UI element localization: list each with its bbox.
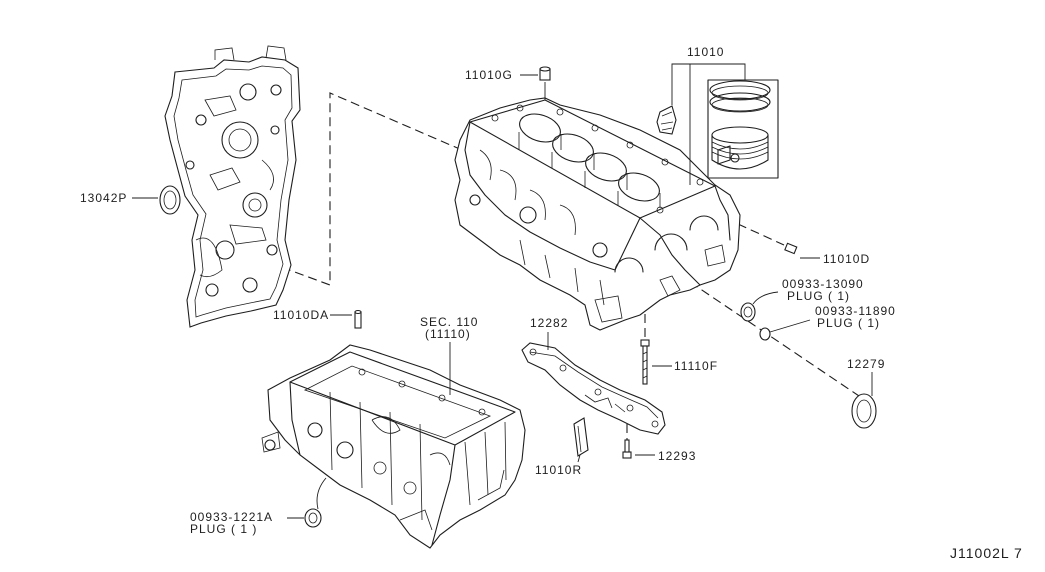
label-00933-1221a: 00933-1221A [190, 510, 273, 524]
label-00933-1221a-qty: PLUG ( 1 ) [190, 522, 257, 536]
plug-13090-part [740, 302, 756, 322]
label-11010da: 11010DA [273, 308, 329, 322]
top-plug-part [539, 66, 551, 81]
label-section-part: (11110) [425, 327, 471, 341]
label-11010g: 11010G [465, 68, 513, 82]
label-00933-11890-qty: PLUG ( 1) [817, 316, 880, 330]
ladder-bolt-part [640, 339, 650, 385]
label-11010r: 11010R [535, 463, 582, 477]
piston-set-drawing [707, 79, 779, 179]
baffle-plate-drawing [521, 342, 666, 435]
label-12279: 12279 [847, 357, 885, 371]
label-12282: 12282 [530, 316, 568, 330]
rear-seal-part [851, 393, 877, 429]
label-11110f: 11110F [674, 359, 718, 373]
baffle-bolt-part [622, 439, 632, 459]
lower-block-drawing [261, 344, 526, 549]
rear-dowel-part [784, 242, 798, 255]
leader-lines [132, 74, 873, 519]
callout-labels: 11010 11010G 13042P 11010D 00933-13090 P… [80, 45, 1023, 561]
assembly-bracket [671, 63, 746, 185]
cylinder-block-drawing [454, 97, 741, 331]
lower-dowel-part [354, 309, 362, 329]
small-bracket-part [573, 417, 589, 457]
label-11010: 11010 [687, 45, 724, 59]
front-cover-alignment-line [283, 92, 463, 286]
label-00933-13090-qty: PLUG ( 1) [787, 289, 850, 303]
plug-1221a-part [304, 508, 322, 528]
rear-seal-alignment-line [689, 281, 863, 399]
label-00933-11890: 00933-11890 [815, 304, 896, 318]
plug-11890-part [759, 327, 771, 341]
front-cover-drawing [164, 45, 301, 328]
label-11010d: 11010D [823, 252, 870, 266]
front-seal-part [159, 185, 181, 215]
label-13042p: 13042P [80, 191, 127, 205]
dowel-alignment-line [737, 223, 785, 246]
pin-part [656, 105, 677, 135]
label-section-ref: SEC. 110 [420, 315, 478, 329]
label-12293: 12293 [658, 449, 696, 463]
diagram-code: J11002L 7 [950, 545, 1023, 561]
label-00933-13090: 00933-13090 [782, 277, 864, 291]
